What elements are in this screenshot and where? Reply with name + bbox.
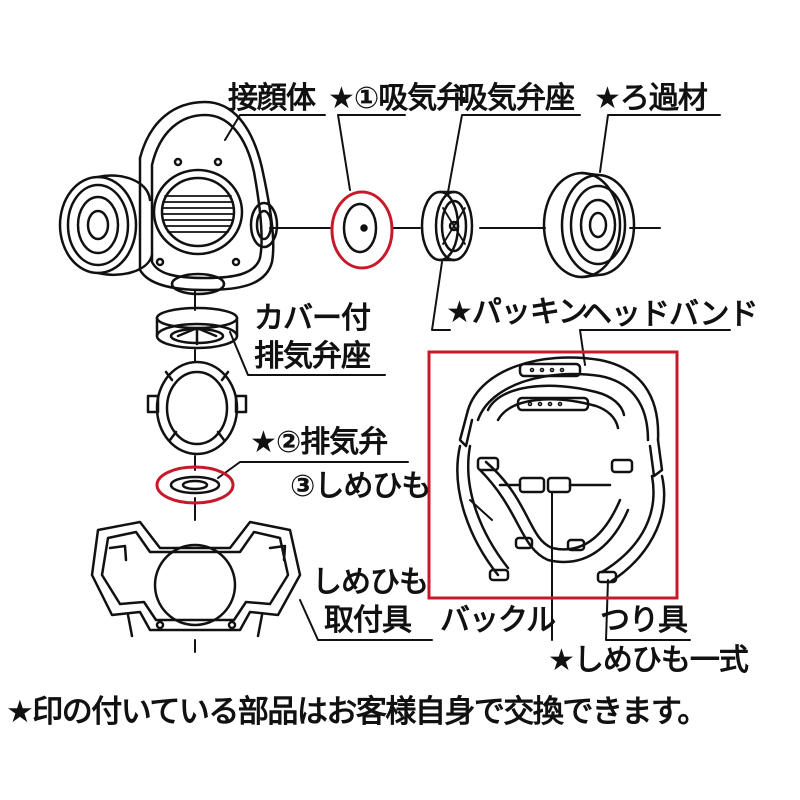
label-hanger: つり具 bbox=[600, 603, 688, 638]
exhalation-valve-highlight-circle bbox=[155, 465, 235, 505]
label-filter: ★ろ過材 bbox=[594, 81, 708, 116]
label-exhalation-valve: ★②排気弁 bbox=[250, 425, 388, 460]
label-face-piece: 接顔体 bbox=[228, 81, 316, 116]
head-band-assembly bbox=[456, 356, 666, 584]
inhalation-valve-seat bbox=[420, 190, 474, 262]
label-strap-mount-line2: 取付具 bbox=[324, 603, 412, 638]
mask-face-piece bbox=[58, 100, 279, 296]
label-cover-line1: カバー付 bbox=[254, 301, 371, 336]
cover-valve-seat bbox=[155, 306, 239, 350]
valve-highlight-circle bbox=[330, 190, 394, 270]
label-strap-set: ★しめひも一式 bbox=[548, 643, 749, 678]
label-inhalation-valve: ★①吸気弁 bbox=[328, 81, 466, 116]
label-inhalation-valve-seat: 吸気弁座 bbox=[458, 81, 575, 116]
leader-lines bbox=[217, 114, 731, 641]
filter-cartridge bbox=[542, 171, 636, 279]
label-strap-mount-line1: しめひも bbox=[312, 565, 429, 600]
label-strap: ③しめひも bbox=[290, 469, 431, 504]
strap-mounting-bracket bbox=[90, 520, 302, 638]
label-cover-line2: 排気弁座 bbox=[254, 339, 371, 374]
label-packing: ★パッキン bbox=[446, 295, 588, 330]
exhalation-valve-disc bbox=[169, 475, 221, 495]
replaceable-parts-note: ★印の付いている部品はお客様自身で交換できます。 bbox=[6, 694, 708, 730]
inhalation-valve-disc bbox=[342, 202, 378, 254]
label-buckle: バックル bbox=[440, 603, 556, 638]
exhalation-cover bbox=[146, 360, 248, 456]
strap-set-highlight-box bbox=[427, 350, 679, 600]
label-head-band: ヘッドバンド bbox=[582, 297, 758, 332]
